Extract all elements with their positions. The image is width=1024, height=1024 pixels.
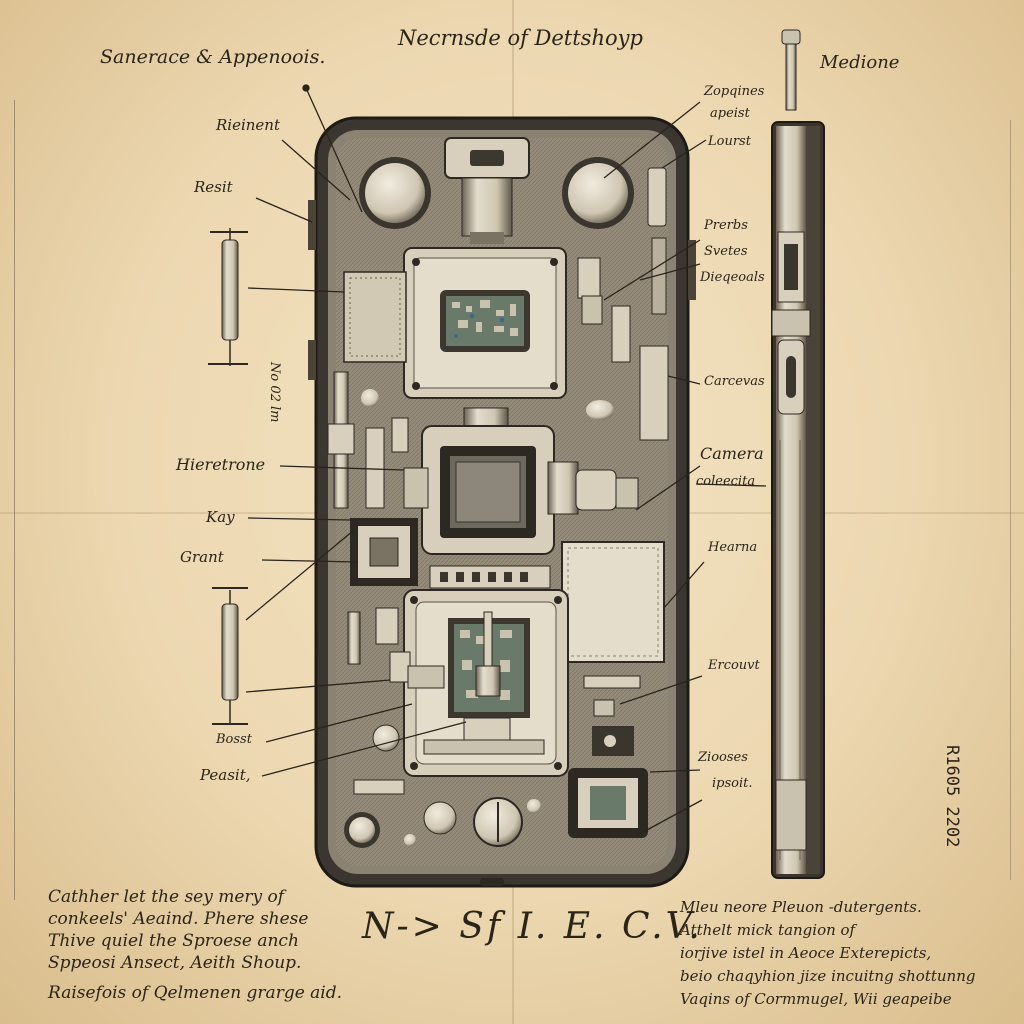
right-paragraph-line: iorjive istel in Aeoce Exterepicts, xyxy=(680,944,932,962)
lower-right-components xyxy=(568,675,648,838)
right-paragraph: Mleu neore Pleuon -dutergents. Atthelt m… xyxy=(680,896,975,1011)
side-profile-view xyxy=(771,29,825,879)
vertical-side-note: No 02 lm xyxy=(267,362,282,423)
side-view-heading: Medione xyxy=(820,52,900,73)
label-hearna: Hearna xyxy=(708,540,758,555)
vertical-serial-code: R1605 2202 xyxy=(942,745,962,848)
upper-chip-board xyxy=(403,247,567,399)
left-paragraph-line: conkeels' Aeaind. Phere shese xyxy=(48,909,309,929)
left-paragraph-line: Raisefois of Qelmenen grarge aid. xyxy=(48,983,343,1003)
lower-left-components xyxy=(347,607,445,795)
left-paragraph-line: Thive quiel the Sproese anch xyxy=(48,931,299,951)
label-resit: Resit xyxy=(194,178,233,196)
signature-mark: N-> Sf I. E. C.V. xyxy=(362,906,703,947)
left-square-module xyxy=(350,518,418,586)
label-lourst: Lourst xyxy=(708,134,751,149)
right-paragraph-line: Atthelt mick tangion of xyxy=(680,921,856,939)
left-paragraph: Cathher let the sey mery of conkeels' Ae… xyxy=(48,886,342,1004)
right-upper-components xyxy=(577,237,669,441)
lower-circuit-board xyxy=(403,589,569,777)
label-svetes: Svetes xyxy=(704,244,748,259)
label-hieretrone: Hieretrone xyxy=(176,455,266,474)
leader-lines xyxy=(245,84,767,837)
label-prerbs: Prerbs xyxy=(704,218,748,233)
diagram-title: Necrnsde of Dettshoyp xyxy=(398,26,643,50)
label-peasit: Peasit, xyxy=(200,766,251,784)
label-apeist: apeist xyxy=(710,106,750,121)
connector-strip xyxy=(429,565,551,589)
battery-block xyxy=(561,541,665,663)
right-paragraph-line: Vaqins of Cormmugel, Wii geapeibe xyxy=(680,990,952,1008)
label-bosst: Bosst xyxy=(216,732,252,747)
label-coleecita: coleecita xyxy=(696,474,756,489)
left-grid-panel xyxy=(343,271,407,363)
loose-left-parts xyxy=(208,228,248,725)
top-camera-module xyxy=(444,137,530,244)
right-border-rule xyxy=(1010,120,1011,880)
top-left-heading: Sanerace & Appenoois. xyxy=(100,46,326,68)
label-ziooses: Ziooses xyxy=(698,750,748,765)
label-camera: Camera xyxy=(700,444,764,463)
top-speakers xyxy=(359,157,634,229)
left-paragraph-line: Cathher let the sey mery of xyxy=(48,887,285,907)
label-ercouvt: Ercouvt xyxy=(708,658,760,673)
label-carcevas: Carcevas xyxy=(704,374,765,389)
label-rieinent: Rieinent xyxy=(216,116,280,134)
label-zopqines: Zopqines xyxy=(704,84,765,99)
bottom-components xyxy=(344,797,541,848)
right-paragraph-line: Mleu neore Pleuon -dutergents. xyxy=(680,898,922,916)
label-dieqeoals: Dieqeoals xyxy=(700,270,765,285)
left-mid-components xyxy=(327,371,409,509)
label-grant: Grant xyxy=(180,548,224,566)
left-paragraph-line: Sppeosi Ansect, Aeith Shoup. xyxy=(48,953,302,973)
right-slot xyxy=(647,167,667,227)
left-border-rule xyxy=(14,100,15,900)
central-camera-sensor xyxy=(403,407,639,555)
label-ipsoit: ipsoit. xyxy=(712,776,753,791)
label-kay: Kay xyxy=(206,508,235,526)
right-paragraph-line: beio chaqyhion jize incuitng shottunng xyxy=(680,967,976,985)
